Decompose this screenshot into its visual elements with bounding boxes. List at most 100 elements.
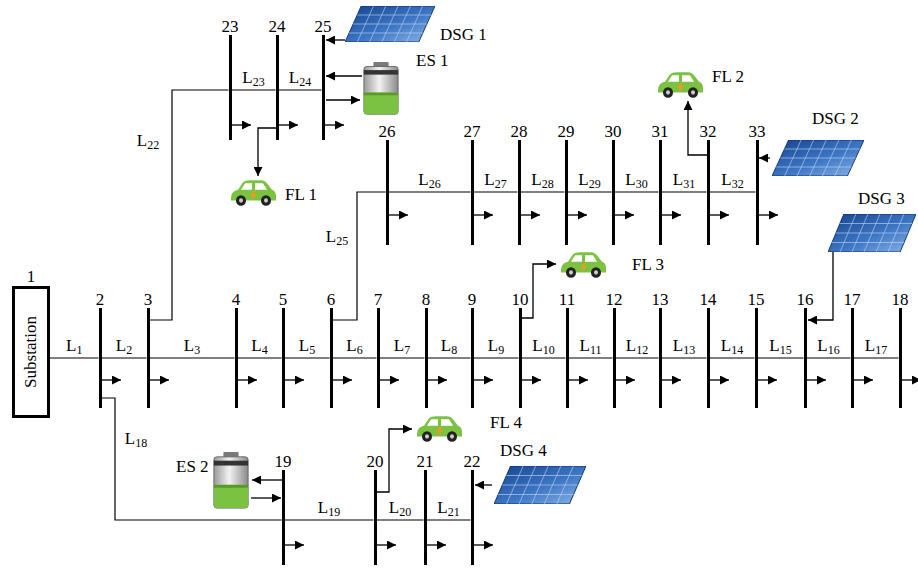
bus-node: 21 — [410, 453, 440, 565]
bus-node: 20 — [360, 453, 390, 565]
bus-node: 28 — [504, 123, 534, 245]
bus-bar — [518, 140, 521, 245]
bus-bar — [424, 470, 427, 565]
line-label: L29 — [578, 171, 600, 188]
line-label: L25 — [326, 228, 348, 245]
feeder-line — [285, 357, 330, 358]
bus-number: 1 — [12, 268, 50, 286]
dsg-feed-arrow — [808, 252, 833, 320]
line-label: L28 — [531, 171, 553, 188]
bus-number: 6 — [327, 291, 336, 308]
feeder-line — [333, 357, 377, 358]
bus-bar — [229, 35, 232, 140]
feeder-line — [333, 192, 386, 320]
feeder-line — [807, 357, 851, 358]
line-label: L14 — [721, 337, 743, 354]
bus-number: 32 — [700, 123, 717, 140]
substation-label: Substation — [21, 316, 41, 388]
load-arrow — [285, 544, 305, 545]
line-label: L24 — [289, 69, 311, 86]
feeder-line — [474, 191, 518, 192]
feeder-line — [710, 191, 756, 192]
line-label: L22 — [137, 132, 159, 149]
bus-number: 12 — [606, 291, 623, 308]
bus-node: 4 — [221, 291, 251, 408]
line-label: L20 — [389, 499, 411, 516]
load-arrow — [333, 379, 353, 380]
line-label: L10 — [532, 337, 554, 354]
bus-node: 8 — [411, 291, 441, 408]
substation-node: 1Substation — [12, 268, 50, 418]
line-label: L23 — [242, 69, 264, 86]
bus-number: 23 — [222, 18, 239, 35]
device-label: DSG 4 — [500, 442, 547, 460]
feeder-line — [238, 357, 282, 358]
device-label: FL 4 — [490, 414, 522, 432]
feeder-line — [521, 191, 565, 192]
bus-number: 28 — [511, 123, 528, 140]
device-label: FL 3 — [632, 256, 664, 274]
feeder-line — [522, 357, 566, 358]
bus-number: 33 — [749, 123, 766, 140]
bus-bar — [659, 308, 662, 408]
line-label: L11 — [580, 337, 602, 354]
bus-bar — [235, 308, 238, 408]
bus-bar — [471, 140, 474, 245]
load-arrow — [380, 379, 400, 380]
load-arrow — [521, 214, 541, 215]
bus-number: 19 — [275, 453, 292, 470]
storage-discharge-arrow — [326, 75, 362, 76]
bus-node: 16 — [790, 291, 820, 408]
feeder-line — [568, 191, 612, 192]
ev-icon — [561, 252, 606, 278]
bus-number: 25 — [315, 18, 332, 35]
feeder-line — [285, 519, 374, 520]
line-label: L9 — [488, 337, 504, 354]
bus-number: 18 — [892, 291, 909, 308]
load-arrow — [427, 544, 447, 545]
dsg-feed-arrow — [475, 484, 492, 485]
bus-bar — [282, 308, 285, 408]
solar-panel-icon — [772, 140, 864, 176]
bus-number: 7 — [374, 291, 383, 308]
feeder-line — [758, 357, 804, 358]
solar-panel-icon — [345, 6, 435, 42]
bus-number: 29 — [558, 123, 575, 140]
battery-icon — [214, 452, 248, 508]
load-arrow — [232, 124, 252, 125]
bus-node: 14 — [693, 291, 723, 408]
bus-number: 22 — [464, 453, 481, 470]
dsg-feed-arrow — [759, 157, 770, 158]
feeder-line — [710, 357, 755, 358]
substation-box: Substation — [12, 286, 50, 418]
feeder-line — [616, 357, 659, 358]
line-label: L4 — [251, 337, 267, 354]
feeder-line — [854, 357, 899, 358]
feeder-line — [50, 357, 99, 358]
bus-node: 10 — [505, 291, 535, 408]
bus-bar — [756, 140, 759, 245]
bus-node: 12 — [599, 291, 629, 408]
line-label: L26 — [418, 171, 440, 188]
line-label: L21 — [437, 499, 459, 516]
bus-bar — [282, 470, 285, 565]
bus-bar — [566, 308, 569, 408]
device-label: FL 2 — [712, 68, 744, 86]
bus-bar — [377, 308, 380, 408]
line-label: L3 — [184, 337, 200, 354]
load-arrow — [568, 214, 588, 215]
load-arrow — [474, 544, 494, 545]
bus-node: 7 — [363, 291, 393, 408]
bus-node: 3 — [133, 291, 163, 408]
bus-node: 13 — [645, 291, 675, 408]
bus-number: 9 — [468, 291, 477, 308]
bus-node: 22 — [457, 453, 487, 565]
load-arrow — [569, 379, 589, 380]
bus-number: 30 — [605, 123, 622, 140]
bus-node: 27 — [457, 123, 487, 245]
feeder-line — [615, 191, 659, 192]
bus-bar — [322, 35, 325, 140]
feeder-line — [279, 89, 322, 90]
bus-bar — [613, 308, 616, 408]
